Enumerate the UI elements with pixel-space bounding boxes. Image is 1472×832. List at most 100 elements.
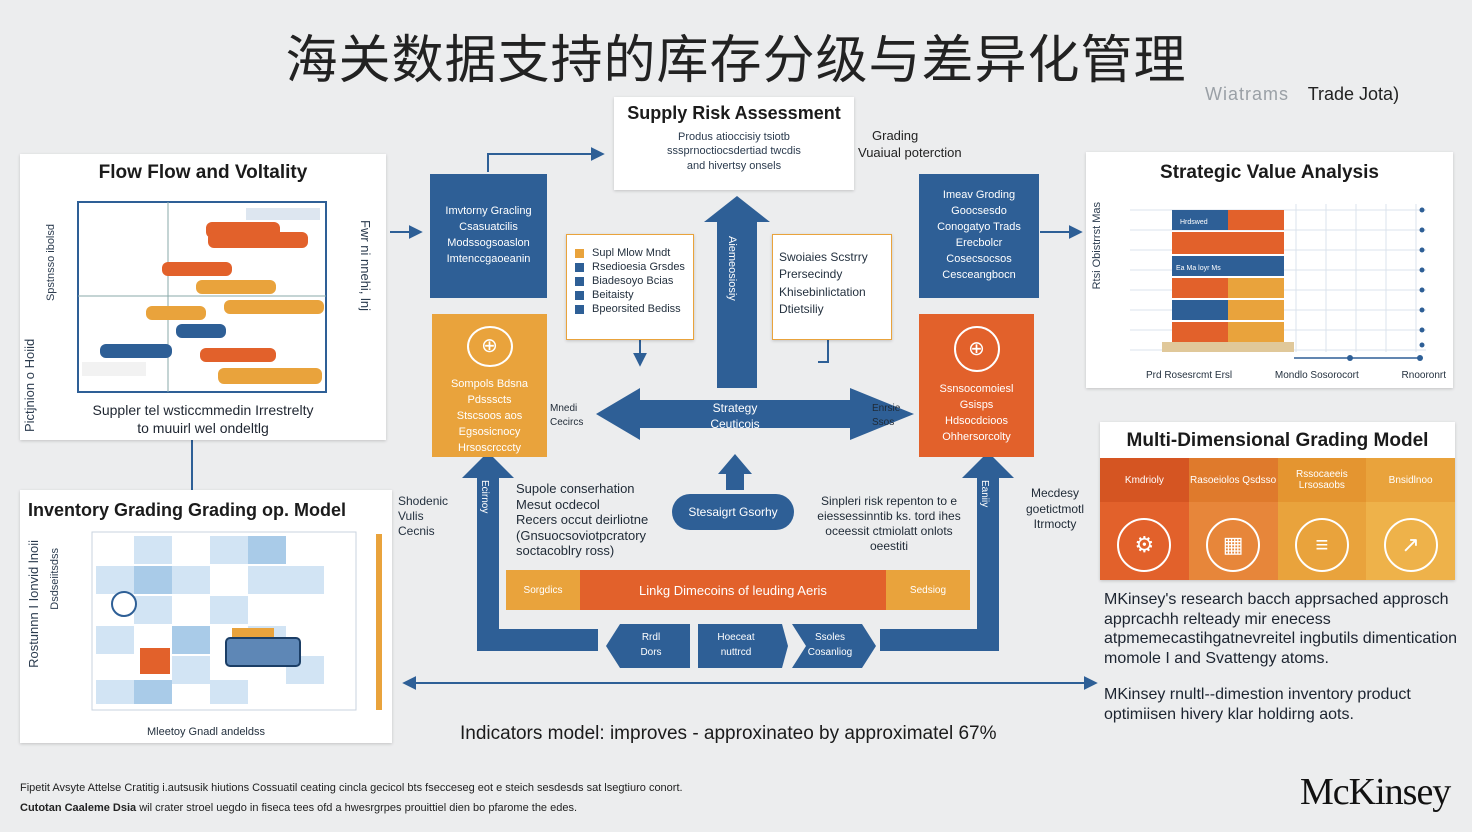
supply-risk-line: and hivertsy onsels [686,159,782,172]
strategic-line: Goocsesdo [951,205,1007,218]
multi-col-label: Rssocaeeis Lrsosaobs [1277,458,1367,502]
big-arrow-right-head [962,452,1014,478]
mckinsey-logo: McKinsey [1300,771,1451,813]
center-right-text: Sinpleri risk repenton to e eiessessinnt… [808,494,970,554]
band-center: Linkg Dimecoins of leuding Aeris [580,570,886,610]
flow-ylabel2: Spstnsso ibolsd [45,224,57,302]
legend-item: Supl Mlow Mndt [575,247,693,259]
strategic-line: Cosecsocsos [946,252,1012,265]
center-left-line: (Gnsuocsoviotpcratory [516,527,647,543]
multi-col: Rasoeiolos Qsdsso ▦ [1188,458,1278,580]
source-tag-label: Trade Jota) [1307,84,1400,104]
modeling-line: Itrmocty [1033,517,1077,532]
globe-icon: ⊕ [953,326,1000,372]
legend-swatch [575,304,584,314]
chevron-row [606,624,876,668]
value-xlabel: Mondlo Sosorocort [1274,370,1359,381]
footer-line2-bold: Cutotan Caaleme Dsia [20,802,137,814]
flow-caption-line2: to muuirl wel ondeltlg [137,419,269,436]
modeling-note: Mecdesy goetictmotl Itrmocty [1010,486,1100,533]
flow-ylabel: Pictjnion o Hoiid [22,338,37,432]
strategy-arrow-line2: Ceuticois [710,417,760,432]
supply-risk-title: Supply Risk Assessment [627,103,841,123]
connector-top-left [487,147,605,172]
strategy-arrow-line1: Strategy [712,401,758,415]
source-tag: Wiatrams Trade Jota) [1205,84,1399,105]
value-bar-label: Ea Ma loyr Ms [1176,265,1221,272]
grading-model-panel: Inventory Grading Grading op. Model Rost… [20,490,392,743]
value-xlabel: Rnooronrt [1401,370,1446,381]
orange-right-line: Ohhersorcolty [942,430,1011,443]
grading-xcaption: Mleetoy Gnadl andeldss [146,726,265,738]
connector-swords-down [818,340,829,363]
flow-ylabel-right: Fwr ni nnehi, lnj [357,220,373,312]
legend-label: Beitaisty [592,289,634,301]
strategic-value-panel: Strategic Value Analysis Rtsi Obistrrst … [1086,152,1453,388]
strategy-left-line2: Cecircs [550,417,584,428]
small-up-arrow-head [718,454,752,474]
center-up-arrow-shaft [717,220,757,388]
value-bar [1228,256,1284,276]
legend-swatch [575,248,584,258]
chevron-2-line: Hoeceat [717,632,755,643]
grading-marker-icon [111,591,137,617]
grading-ylabel2: Dsdseiitsdss [49,548,61,610]
orange-left-line: Stscsoos aos [456,410,523,423]
orange-left-line: Hrsoscrcccty [458,442,521,455]
orange-right-line: Gsisps [959,398,994,411]
center-left-line: Mesut ocdecol [516,496,600,512]
legend-swatch [575,276,584,286]
legend-item: Bpeorsited Bediss [575,303,693,315]
legend-item: Biadesoyo Bcias [575,275,693,287]
strategic-line: Imeav Groding [942,189,1016,202]
flow-title: Flow Flow and Voltality [98,162,308,183]
value-bar [1172,210,1228,230]
chart-icon: ↗ [1383,518,1438,572]
big-arrow-right-u [880,470,999,651]
flow-bar [196,280,276,294]
flow-bar [146,306,206,320]
page-title: 海关数据支持的库存分级与差异化管理 [285,31,1187,91]
center-left-line: Supole conserhation [516,481,635,496]
legend-label: Biadesoyo Bcias [592,275,674,287]
chevron-3-line: Cosanliog [807,647,853,658]
orange-left-line: Egsosicnocy [458,426,521,439]
flow-bar [162,262,232,276]
center-right-line: eiessessinntib ks. tord ihes [817,509,961,523]
layers-icon: ≡ [1294,518,1349,572]
orange-right-box: ⊕ Ssnsocomoiesl Gsisps Hdsocdcioos Ohher… [919,314,1034,457]
swords-line: Swoiaies Scstrry [779,250,868,264]
swords-line: Prersecindy [779,267,843,282]
supply-risk-panel: Supply Risk Assessment Produs atioccisiy… [614,97,854,190]
source-tag-blurred: Wiatrams [1205,84,1289,104]
center-left-line: Recers occut deirliotne [516,512,649,528]
supply-risk-line: sssprnoctiocsdertiad twcdis [667,145,801,158]
supply-risk-text: Produs atioccisiy tsiotb sssprnoctiocsde… [614,130,854,173]
up-left-label: Ecirnoy [479,480,490,514]
chevron-2 [698,624,788,668]
modeling-line: goetictmotl [1025,501,1085,516]
multi-columns: Kmdrioly ⚙ Rasoeiolos Qsdsso ▦ Rssocaeei… [1100,458,1455,580]
multi-dim-panel: Multi-Dimensional Grading Model Kmdrioly… [1100,422,1455,580]
value-xlabel: Prd Rosesrcmt Ersl [1146,370,1233,381]
center-right-line: Sinpleri risk repenton to e [820,494,958,508]
value-bar [1228,278,1284,298]
inventory-grading-line: Imtenccgaoeanin [446,252,531,265]
strategic-line: Erecbolcr [955,237,1003,249]
strategic-line: Conogatyo Trads [937,221,1021,234]
grading-scale-bar [376,534,382,710]
value-ylabel: Rtsi Obistrrst Mas [1091,202,1103,290]
up-right-label: Eaniiy [979,480,990,508]
legend-item: Beitaisty [575,289,693,301]
flow-caption: Suppler tel wsticcmmedin Irrestrelty to … [20,402,386,437]
orange-left-line: Pdssscts [467,394,512,407]
multi-title: Multi-Dimensional Grading Model [1126,430,1429,451]
strategy-arrow-label: Strategy Ceuticois [690,400,780,432]
inventory-paragraph: MKinsey rnultl--dimestion inventory prod… [1104,686,1411,723]
multi-col-label: Kmdrioly [1100,458,1189,502]
flow-bar [208,232,308,248]
value-bar [1228,322,1284,342]
value-bar [1172,278,1228,298]
flow-bar [100,344,172,358]
value-title: Strategic Value Analysis [1160,162,1379,183]
